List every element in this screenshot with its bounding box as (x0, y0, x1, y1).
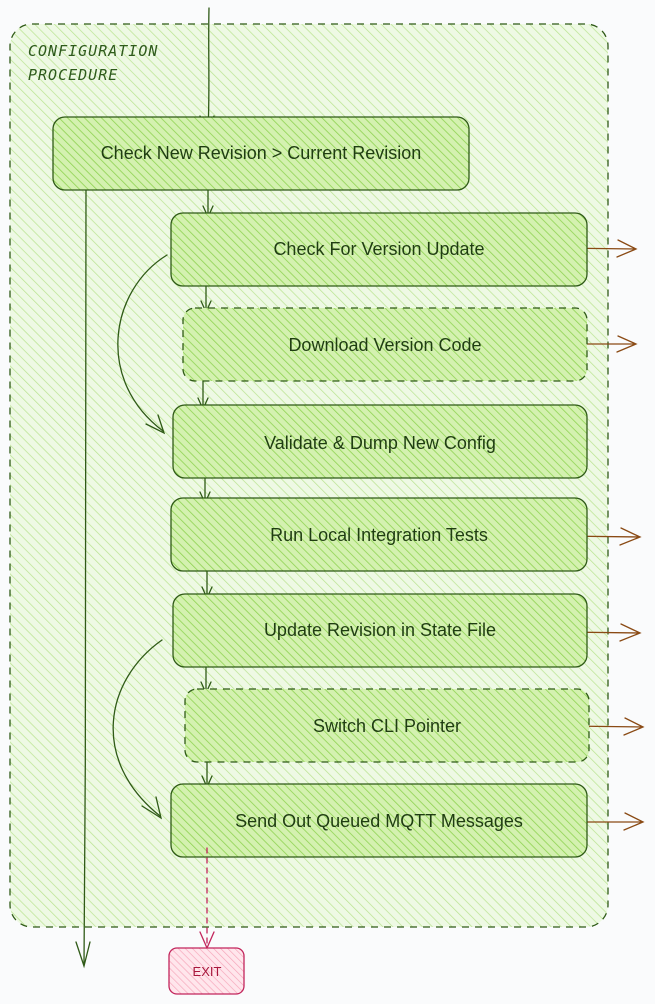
node-validate-dump[interactable]: Validate & Dump New Config (172, 404, 588, 479)
node-send-mqtt[interactable]: Send Out Queued MQTT Messages (170, 783, 588, 858)
exit-label: EXIT (193, 964, 222, 979)
skip-line (83, 184, 87, 966)
node-update-revision[interactable]: Update Revision in State File (172, 593, 588, 668)
skip-line-head (75, 941, 91, 969)
node-update-revision-label: Update Revision in State File (264, 620, 496, 640)
node-switch-cli-label: Switch CLI Pointer (313, 716, 461, 736)
node-validate-dump-label: Validate & Dump New Config (264, 433, 496, 453)
node-download-version-code[interactable]: Download Version Code (182, 307, 588, 382)
bypass-curve-1 (117, 254, 168, 432)
node-check-revision[interactable]: Check New Revision > Current Revision (52, 116, 470, 191)
group-label-line2: PROCEDURE (28, 66, 118, 84)
node-run-tests-label: Run Local Integration Tests (270, 525, 488, 545)
group-label-line1: CONFIGURATION (28, 42, 158, 60)
exit-node[interactable]: EXIT (168, 947, 245, 995)
node-send-mqtt-label: Send Out Queued MQTT Messages (235, 811, 523, 831)
node-check-version-update[interactable]: Check For Version Update (170, 212, 588, 287)
bypass-curve-2-head (141, 796, 163, 820)
node-download-version-code-label: Download Version Code (288, 335, 481, 355)
node-check-version-update-label: Check For Version Update (273, 239, 484, 259)
bypass-curve-2 (112, 639, 163, 817)
node-switch-cli[interactable]: Switch CLI Pointer (184, 688, 590, 763)
bypass-curve-1-head (145, 414, 166, 435)
node-run-tests[interactable]: Run Local Integration Tests (170, 497, 588, 572)
node-check-revision-label: Check New Revision > Current Revision (101, 143, 422, 163)
